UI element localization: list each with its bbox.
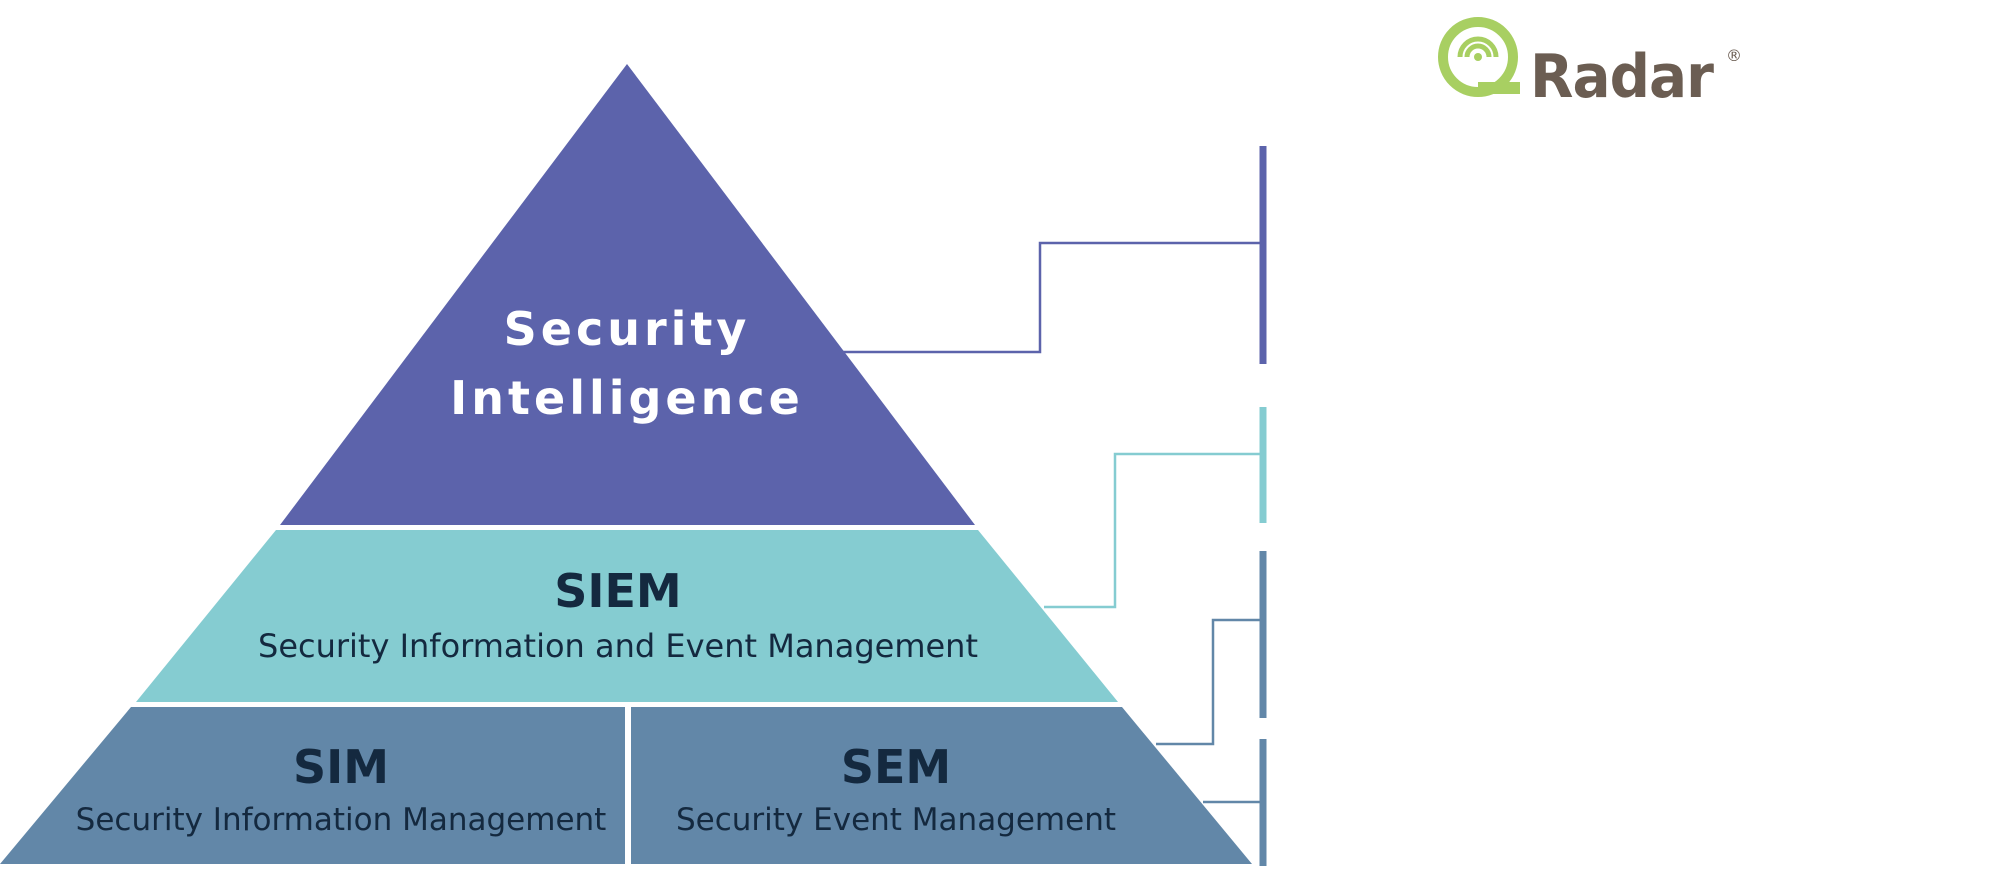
connector-security-intelligence xyxy=(843,241,1263,354)
tier-siem xyxy=(136,530,1118,702)
security-intelligence-title-line1: Security xyxy=(504,302,751,356)
logo-trademark: ® xyxy=(1726,46,1742,65)
sim-subtitle: Security Information Management xyxy=(76,802,607,838)
tier-sim xyxy=(0,707,625,864)
tier-sem xyxy=(631,707,1252,864)
siem-acronym: SIEM xyxy=(554,564,681,618)
tier-security-intelligence xyxy=(280,64,975,525)
sem-subtitle: Security Event Management xyxy=(676,802,1116,838)
security-intelligence-title-line2: Intelligence xyxy=(450,371,804,425)
connector-sem xyxy=(1156,618,1263,746)
logo-wordmark: Radar xyxy=(1530,42,1714,112)
siem-subtitle: Security Information and Event Managemen… xyxy=(258,627,978,665)
connector-siem xyxy=(1044,452,1263,609)
sim-acronym: SIM xyxy=(293,740,389,794)
sem-acronym: SEM xyxy=(841,740,951,794)
qradar-logo: Radar ® xyxy=(1438,17,1742,112)
radar-q-icon xyxy=(1438,17,1520,97)
